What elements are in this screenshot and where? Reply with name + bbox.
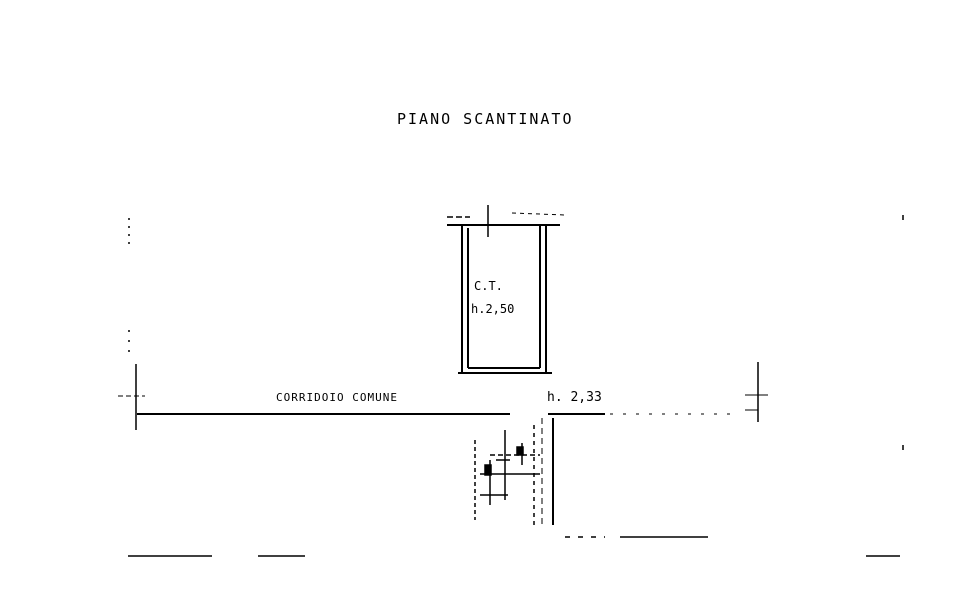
- partial-walls: [128, 215, 904, 557]
- plan-title: PIANO SCANTINATO: [397, 110, 574, 128]
- staircase: [474, 425, 540, 525]
- boiler-room-walls: [447, 205, 566, 374]
- corridor-walls: [118, 362, 768, 525]
- room-name-ct: C.T.: [474, 279, 503, 293]
- room-height-corridor: h. 2,33: [547, 390, 602, 405]
- room-name-corridor: CORRIDOIO COMUNE: [276, 391, 398, 404]
- room-height-ct: h.2,50: [471, 302, 514, 316]
